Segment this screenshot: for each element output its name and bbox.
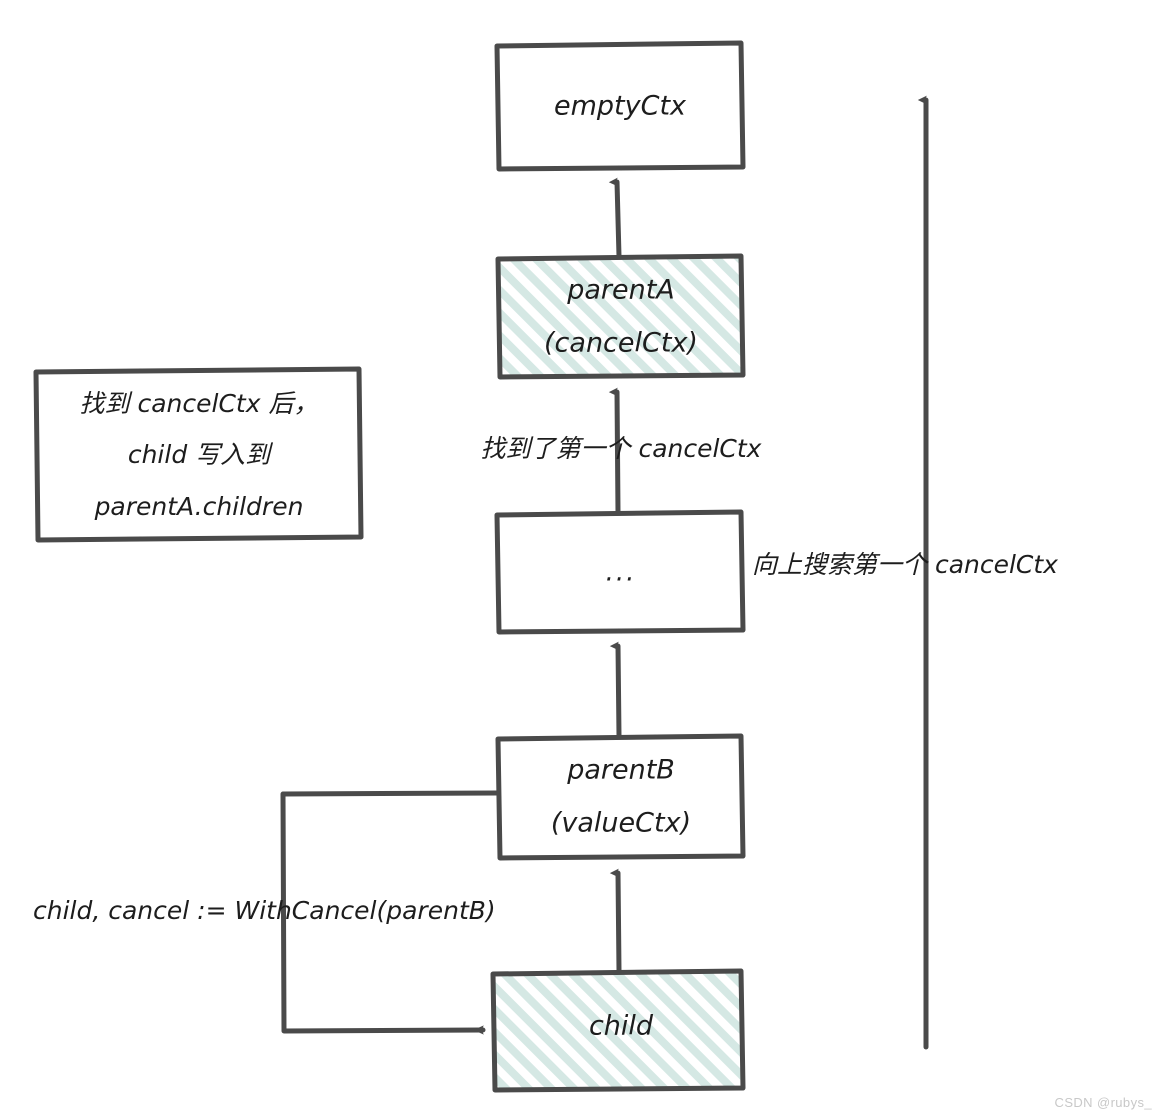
note-line-2: child 写入到 bbox=[128, 440, 273, 469]
node-parentb-label-line2: (valueCtx) bbox=[551, 808, 691, 839]
edge-label-withcancel-call: child, cancel := WithCancel(parentB) bbox=[33, 896, 496, 925]
node-parenta-label-line2: (cancelCtx) bbox=[544, 328, 698, 359]
node-emptyctx-box bbox=[494, 40, 746, 172]
edge-withcancel-elbow bbox=[280, 790, 500, 1035]
edge-parentb-to-ellipsis bbox=[609, 641, 622, 739]
edge-label-found-first-cancelctx: 找到了第一个 cancelCtx bbox=[481, 434, 762, 463]
edge-ellipsis-to-parenta bbox=[608, 387, 621, 515]
node-ellipsis-box bbox=[494, 509, 746, 635]
node-parentb: parentB (valueCtx) bbox=[495, 733, 746, 861]
node-parenta: parentA (cancelCtx) bbox=[495, 253, 746, 380]
node-child-box bbox=[490, 968, 746, 1093]
edge-child-to-parentb bbox=[609, 868, 622, 974]
node-parentb-box bbox=[495, 733, 746, 861]
node-parenta-box bbox=[495, 253, 746, 380]
note-box: 找到 cancelCtx 后， child 写入到 parentA.childr… bbox=[33, 366, 364, 543]
node-ellipsis-label: ... bbox=[606, 558, 637, 588]
node-ellipsis: ... bbox=[494, 509, 746, 635]
edge-parenta-to-emptyctx bbox=[608, 177, 622, 259]
node-parentb-label-line1: parentB bbox=[566, 755, 675, 786]
node-emptyctx-label: emptyCtx bbox=[554, 91, 687, 122]
node-emptyctx: emptyCtx bbox=[494, 40, 746, 172]
note-line-3: parentA.children bbox=[94, 492, 304, 521]
edge-label-search-upward: 向上搜索第一个 cancelCtx bbox=[752, 550, 1058, 579]
node-child-label: child bbox=[589, 1011, 654, 1042]
note-box-frame bbox=[33, 366, 364, 543]
csdn-watermark: CSDN @rubys_ bbox=[1054, 1095, 1152, 1110]
note-line-1: 找到 cancelCtx 后， bbox=[80, 389, 319, 418]
node-parenta-label-line1: parentA bbox=[566, 275, 675, 306]
node-child: child bbox=[490, 968, 746, 1093]
